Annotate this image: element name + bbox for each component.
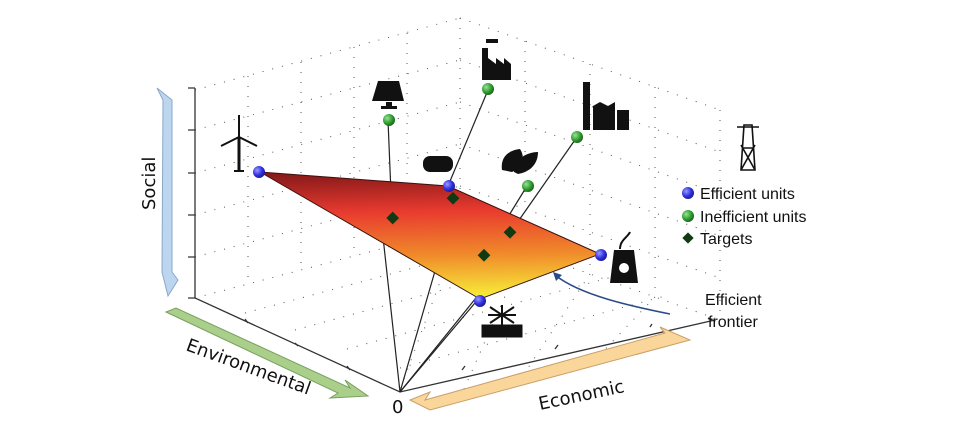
targets <box>386 191 517 262</box>
solar-panel-icon <box>372 81 404 109</box>
legend: Efficient units Inefficient units Target… <box>682 186 806 248</box>
frontier-pointer-arrow <box>554 274 671 315</box>
legend-efficient-marker <box>682 187 694 199</box>
efficient-unit-wind <box>253 166 265 178</box>
environmental-axis-arrow <box>164 307 370 399</box>
target-marker <box>446 191 460 205</box>
hydrogen-tank-icon <box>423 156 453 172</box>
legend-target-label: Targets <box>700 231 752 248</box>
nuclear-plant-icon <box>610 231 638 283</box>
inefficient-unit-factory <box>482 83 494 95</box>
efficient-units <box>253 166 607 307</box>
efficient-unit-nuclear <box>595 249 607 261</box>
axes <box>188 87 716 393</box>
target-marker <box>477 248 491 262</box>
transmission-tower-icon <box>737 124 759 171</box>
legend-inefficient-label: Inefficient units <box>700 209 806 226</box>
industrial-plant-icon <box>583 82 629 130</box>
social-axis-label: Social <box>139 157 160 210</box>
economic-axis-arrow <box>408 326 692 411</box>
legend-efficient-label: Efficient units <box>700 186 795 203</box>
efficient-unit-hydrogen <box>443 180 455 192</box>
frontier-annotation-line2: frontier <box>708 314 758 331</box>
factory-icon <box>482 39 511 80</box>
inefficient-unit-biomass <box>522 180 534 192</box>
frontier-annotation-line1: Efficient <box>705 292 762 309</box>
inefficient-unit-solar <box>383 114 395 126</box>
economic-axis-label: Economic <box>537 376 627 415</box>
inefficient-units <box>383 83 583 192</box>
origin-label: 0 <box>392 397 403 418</box>
social-axis-arrow <box>156 87 179 298</box>
legend-inefficient-marker <box>682 210 694 222</box>
efficient-unit-geothermal <box>474 295 486 307</box>
efficient-frontier-surface <box>259 171 602 300</box>
inefficient-unit-industrial <box>571 131 583 143</box>
legend-target-marker <box>682 232 694 244</box>
geothermal-icon <box>481 305 523 338</box>
wind-turbine-icon <box>220 115 258 172</box>
biomass-leaves-icon <box>501 149 538 174</box>
target-marker <box>386 211 400 225</box>
frontier-pointer-head <box>553 272 562 281</box>
